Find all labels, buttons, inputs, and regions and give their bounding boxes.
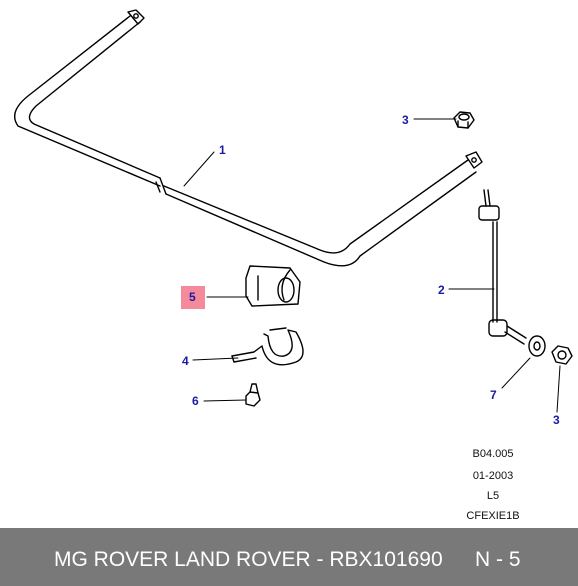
exploded-parts-diagram [14, 9, 573, 413]
callout-5-highlight [181, 286, 205, 309]
clamp-bracket [231, 327, 304, 366]
callout-1: 1 [219, 143, 226, 157]
nut-lower [551, 345, 573, 365]
reference-image-code: CFEXIE1B [466, 510, 520, 522]
callout-7: 7 [490, 388, 497, 402]
footer-page-text: N - 5 [475, 548, 521, 571]
footer-bar: MG ROVER LAND ROVER - RBX101690 N - 5 [0, 528, 578, 586]
callout-3-top: 3 [402, 113, 409, 127]
bush [245, 265, 301, 307]
leader-lines [183, 118, 561, 413]
washer [528, 335, 546, 357]
stabiliser-bar [14, 9, 483, 267]
nut-top [453, 111, 475, 129]
callout-6: 6 [192, 394, 199, 408]
footer-part-text: MG ROVER LAND ROVER - RBX101690 [54, 548, 443, 571]
link-rod [478, 189, 527, 345]
reference-date: 01-2003 [472, 470, 514, 482]
callout-3-bottom: 3 [553, 413, 560, 427]
callout-4: 4 [182, 354, 189, 368]
callout-2: 2 [438, 283, 445, 297]
bolt [245, 383, 261, 407]
callout-5: 5 [189, 290, 196, 304]
reference-level: L5 [486, 490, 500, 502]
reference-code: B04.005 [472, 448, 514, 460]
